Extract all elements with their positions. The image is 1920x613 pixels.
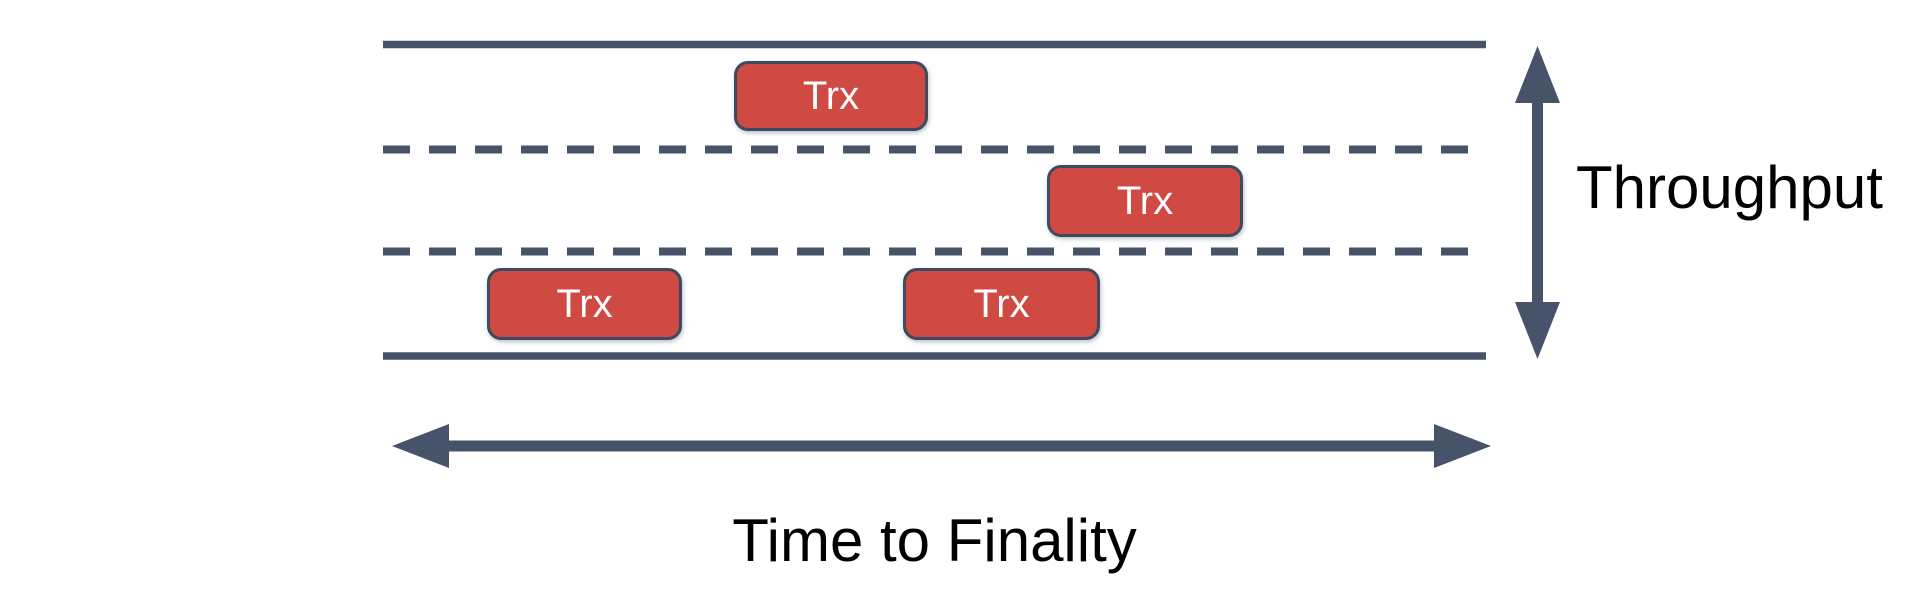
trx-box-bottom-lane-left: Trx [487,268,682,340]
time-arrow-right-head [1434,424,1491,468]
throughput-arrow-down-head [1515,302,1560,359]
trx-box-label: Trx [802,74,860,118]
trx-box-top-lane: Trx [734,61,928,131]
trx-box-label: Trx [973,282,1030,326]
time-to-finality-arrow [392,424,1491,468]
trx-box-middle-lane: Trx [1047,165,1243,237]
throughput-arrow-up-head [1515,46,1560,103]
trx-box-label: Trx [556,282,613,326]
trx-box-label: Trx [1116,179,1174,223]
throughput-label: Throughput [1576,154,1883,221]
time-arrow-left-head [392,424,449,468]
throughput-arrow [1515,46,1560,359]
trx-box-bottom-lane-right: Trx [903,268,1100,340]
time-to-finality-label: Time to Finality [732,507,1137,574]
